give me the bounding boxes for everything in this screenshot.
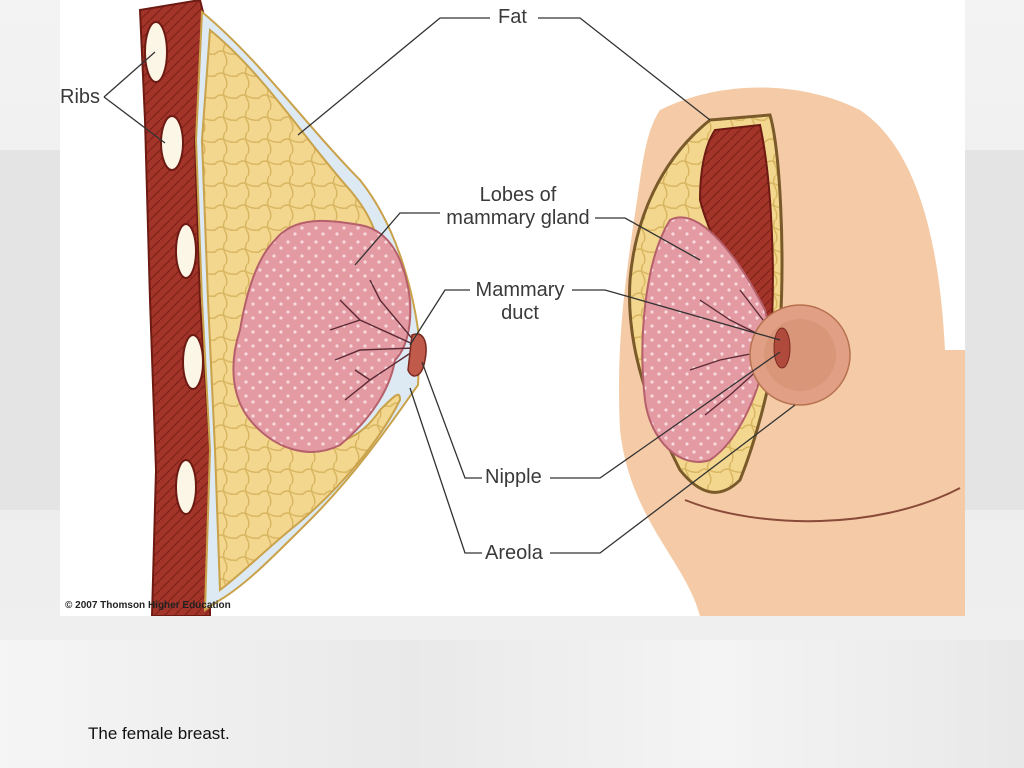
slide-background-bottom <box>0 640 1024 768</box>
label-ribs: Ribs <box>60 86 101 108</box>
label-lobes-line1: Lobes of <box>479 184 557 206</box>
label-mammary-duct: Mammary duct <box>465 279 575 325</box>
mammary-gland-lobes <box>232 219 412 453</box>
label-lobes: Lobes of mammary gland <box>440 184 596 230</box>
label-areola: Areola <box>485 542 543 564</box>
label-nipple: Nipple <box>485 466 542 488</box>
label-lobes-line2: mammary gland <box>446 207 590 229</box>
label-duct-line2: duct <box>501 302 539 324</box>
label-duct-line1: Mammary <box>475 279 565 301</box>
slide-caption: The female breast. <box>88 724 230 743</box>
label-fat: Fat <box>498 6 527 28</box>
frontal-view <box>619 87 965 616</box>
nipple-frontal <box>773 327 791 369</box>
leader-lines <box>103 17 796 554</box>
cutaway-gland <box>641 216 773 463</box>
sagittal-section <box>138 0 427 616</box>
frontal-ducts <box>689 289 781 416</box>
ribs <box>144 21 204 515</box>
nipple <box>407 333 427 377</box>
torso-crease <box>684 487 961 523</box>
mammary-ducts <box>329 279 416 401</box>
copyright-notice: © 2007 Thomson Higher Education <box>65 600 231 611</box>
breast-anatomy-figure: Ribs Fat Lobes of mammary gland Mammary … <box>60 0 965 616</box>
anatomy-illustration <box>103 0 965 616</box>
